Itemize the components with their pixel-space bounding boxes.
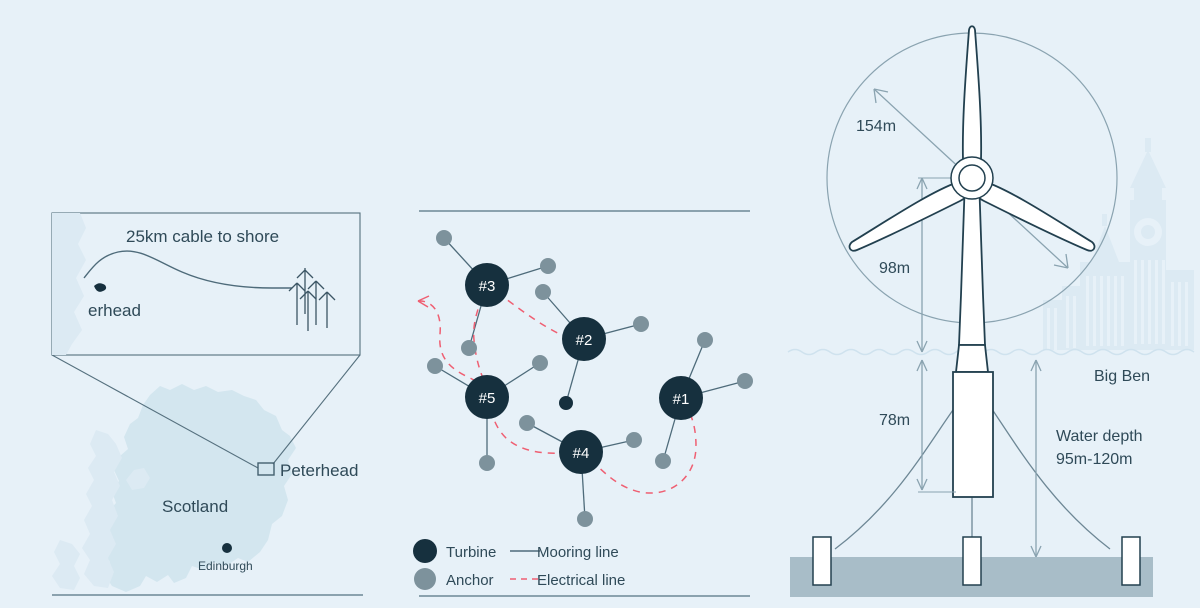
draft-dimension bbox=[916, 359, 956, 493]
special-anchor-dot bbox=[559, 396, 573, 410]
left-panel-location-map: 25km cable to shore erhead Peterhead Sco… bbox=[0, 0, 400, 608]
turbine-node-4[interactable]: #4 bbox=[559, 430, 603, 474]
turbine-node-1-label: #1 bbox=[673, 391, 690, 408]
electrical-lines-group bbox=[417, 284, 697, 494]
wind-farm-cluster-icon bbox=[288, 268, 336, 331]
capital-marker-icon bbox=[222, 543, 232, 553]
legend-electrical-label: Electrical line bbox=[537, 572, 625, 589]
country-label: Scotland bbox=[162, 497, 228, 516]
middle-panel-array-layout: #3 #2 #5 #4 #1 bbox=[400, 0, 780, 608]
water-depth-value: 95m-120m bbox=[1056, 451, 1132, 468]
scotland-landmass bbox=[52, 384, 296, 592]
big-ben-window-gaps bbox=[1047, 260, 1188, 350]
turbine-node-3[interactable]: #3 bbox=[465, 263, 509, 307]
floating-wind-turbine-icon bbox=[848, 25, 1096, 498]
inset-detail-box bbox=[51, 212, 361, 356]
turbine-node-5[interactable]: #5 bbox=[465, 375, 509, 419]
inset-title: 25km cable to shore bbox=[126, 227, 279, 246]
array-layout-svg: #3 #2 #5 #4 #1 bbox=[413, 210, 753, 597]
landmark-label: Big Ben bbox=[1094, 368, 1150, 385]
legend: Turbine Anchor Mooring line Electrical l… bbox=[413, 539, 625, 590]
anchor-pile-center bbox=[962, 536, 982, 586]
legend-anchor-swatch bbox=[414, 568, 436, 590]
draft-label: 78m bbox=[879, 412, 910, 429]
legend-anchor-label: Anchor bbox=[446, 572, 494, 589]
hub-height-label: 98m bbox=[879, 260, 910, 277]
legend-mooring-label: Mooring line bbox=[537, 544, 619, 561]
turbine-node-3-label: #3 bbox=[479, 278, 496, 295]
turbine-node-4-label: #4 bbox=[573, 445, 590, 462]
anchor-piles-group bbox=[812, 536, 1141, 586]
turbine-node-5-label: #5 bbox=[479, 390, 496, 407]
water-depth-dimension bbox=[1030, 359, 1042, 558]
anchor-pile-right bbox=[1121, 536, 1141, 586]
inset-port-label: erhead bbox=[88, 301, 141, 320]
legend-turbine-swatch bbox=[413, 539, 437, 563]
capital-label: Edinburgh bbox=[198, 559, 253, 573]
port-marker-icon bbox=[257, 462, 275, 476]
location-map-svg: 25km cable to shore erhead Peterhead Sco… bbox=[51, 212, 363, 596]
anchor-pile-left bbox=[812, 536, 832, 586]
turbine-node-1[interactable]: #1 bbox=[659, 376, 703, 420]
turbine-elevation-svg: 154m 98m bbox=[787, 25, 1195, 597]
turbine-nodes-group: #3 #2 #5 #4 #1 bbox=[465, 263, 703, 474]
legend-turbine-label: Turbine bbox=[446, 544, 496, 561]
export-cable-arrow-icon bbox=[417, 295, 430, 308]
turbine-node-2[interactable]: #2 bbox=[562, 317, 606, 361]
water-depth-title: Water depth bbox=[1056, 428, 1143, 445]
port-label: Peterhead bbox=[280, 461, 358, 480]
inset-connector-lines bbox=[51, 354, 361, 469]
rotor-diameter-label: 154m bbox=[856, 118, 896, 135]
anchors-group bbox=[427, 230, 753, 527]
right-panel-turbine-elevation: 154m 98m bbox=[780, 0, 1200, 608]
turbine-node-2-label: #2 bbox=[576, 332, 593, 349]
waterline bbox=[787, 348, 1195, 356]
